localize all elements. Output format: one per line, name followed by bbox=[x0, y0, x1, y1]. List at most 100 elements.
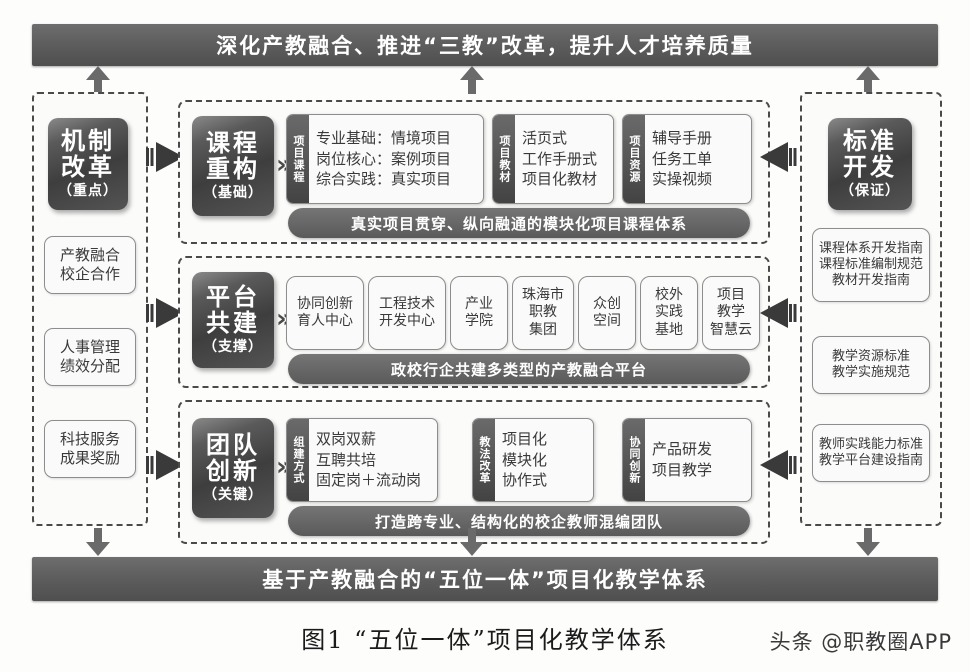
platform-card-line2: 空间 bbox=[593, 313, 621, 329]
group-body: 双岗双薪 互聘共培 固定岗＋流动岗 bbox=[309, 419, 437, 501]
pillar-platform-coconstruction[interactable]: 平台 共建 （支撑） bbox=[192, 265, 274, 368]
pillar-title-line1: 机制 bbox=[61, 127, 115, 156]
platform-card-line1: 协同创新 bbox=[297, 295, 353, 312]
platform-card-line1: 校外 bbox=[655, 287, 683, 304]
platform-card-line3: 智慧云 bbox=[710, 321, 752, 338]
group-line: 协作式 bbox=[502, 471, 548, 490]
right-item-line2: 教学平台建设指南 bbox=[818, 453, 923, 468]
watermark: 头条 @职教圈APP bbox=[769, 630, 952, 654]
group-line: 活页式 bbox=[522, 128, 568, 147]
group-line: 专业基础：情境项目 bbox=[316, 128, 452, 147]
platform-card-line3: 集团 bbox=[529, 321, 557, 338]
group-teaching-method-reform[interactable]: 教法改革 项目化 模块化 协作式 bbox=[472, 418, 594, 502]
pillar-title-line2: 开发 bbox=[843, 152, 897, 181]
row-summary-ribbon: 政校行企共建多类型的产教融合平台 bbox=[288, 354, 750, 384]
up-arrow-icon bbox=[86, 66, 110, 94]
top-banner: 深化产教融合、推进“三教”改革，提升人才培养质量 bbox=[32, 24, 938, 66]
group-body: 辅导手册 任务工单 实操视频 bbox=[645, 115, 751, 203]
platform-card-line3: 基地 bbox=[655, 321, 683, 338]
pillar-curriculum-restructure[interactable]: 课程 重构 （基础） bbox=[192, 109, 274, 216]
group-line: 产品研发 bbox=[652, 440, 713, 459]
right-item-card[interactable]: 教学资源标准 教学实施规范 bbox=[812, 336, 930, 394]
bottom-banner: 基于产教融合的“五位一体”项目化教学体系 bbox=[32, 557, 938, 601]
pillar-subtitle: （保证） bbox=[840, 182, 900, 199]
up-arrow-icon bbox=[460, 66, 484, 94]
group-project-textbook[interactable]: 项目教材 活页式 工作手册式 项目化教材 bbox=[492, 114, 614, 204]
platform-card-line2: 开发中心 bbox=[379, 313, 435, 329]
group-body: 活页式 工作手册式 项目化教材 bbox=[515, 115, 613, 203]
group-tab-label: 项目课程 bbox=[287, 115, 309, 203]
group-line: 项目化教材 bbox=[522, 170, 598, 189]
row-summary-ribbon: 打造跨专业、结构化的校企教师混编团队 bbox=[288, 506, 750, 536]
pillar-subtitle: （支撑） bbox=[203, 338, 263, 355]
pillar-subtitle: （关键） bbox=[203, 486, 263, 503]
group-line: 模块化 bbox=[502, 450, 548, 469]
platform-card-line2: 学院 bbox=[465, 313, 493, 329]
platform-card-line1: 工程技术 bbox=[379, 295, 435, 312]
pillar-team-innovation[interactable]: 团队 创新 （关键） bbox=[192, 411, 274, 518]
pillar-title-line1: 团队 bbox=[206, 431, 260, 460]
right-item-line1: 教学资源标准 bbox=[831, 348, 910, 364]
platform-card[interactable]: 协同创新 育人中心 bbox=[286, 276, 364, 350]
group-line: 岗位核心：案例项目 bbox=[316, 149, 452, 168]
group-line: 辅导手册 bbox=[652, 128, 713, 147]
group-team-formation[interactable]: 组建方式 双岗双薪 互聘共培 固定岗＋流动岗 bbox=[286, 418, 438, 502]
pillar-mechanism-reform[interactable]: 机制 改革 （重点） bbox=[48, 111, 128, 210]
group-line: 任务工单 bbox=[652, 149, 713, 168]
left-item-card[interactable]: 产教融合 校企合作 bbox=[44, 236, 136, 294]
right-item-card[interactable]: 教师实践能力标准 教学平台建设指南 bbox=[812, 424, 930, 482]
platform-card-line2: 职教 bbox=[529, 304, 557, 321]
group-body: 专业基础：情境项目 岗位核心：案例项目 综合实践：真实项目 bbox=[309, 115, 483, 203]
group-line: 工作手册式 bbox=[522, 149, 598, 168]
pillar-title-line2: 创新 bbox=[206, 456, 260, 485]
right-item-card[interactable]: 课程体系开发指南 课程标准编制规范 教材开发指南 bbox=[812, 228, 930, 302]
group-tab-label: 组建方式 bbox=[287, 419, 309, 501]
down-arrow-icon bbox=[86, 528, 110, 556]
group-line: 实操视频 bbox=[652, 170, 713, 189]
group-line: 双岗双薪 bbox=[316, 429, 377, 448]
platform-card[interactable]: 产业 学院 bbox=[450, 276, 508, 350]
down-arrow-icon bbox=[460, 528, 484, 556]
platform-card-line2: 教学 bbox=[717, 304, 745, 321]
figure-caption: 图1 “五位一体”项目化教学体系 bbox=[301, 626, 669, 654]
group-body: 产品研发 项目教学 bbox=[645, 419, 751, 501]
left-item-line1: 人事管理 bbox=[59, 338, 120, 357]
up-arrow-icon bbox=[856, 66, 880, 94]
group-tab-label: 项目教材 bbox=[493, 115, 515, 203]
right-item-line3: 教材开发指南 bbox=[831, 273, 910, 289]
left-item-line1: 科技服务 bbox=[59, 430, 120, 449]
pillar-title-line1: 课程 bbox=[206, 129, 260, 158]
platform-card[interactable]: 珠海市 职教 集团 bbox=[512, 276, 574, 350]
arrow-left-icon bbox=[756, 450, 798, 480]
right-item-line2: 教学实施规范 bbox=[831, 365, 910, 380]
platform-card[interactable]: 校外 实践 基地 bbox=[640, 276, 698, 350]
arrow-left-icon bbox=[756, 298, 798, 328]
pillar-title-line2: 改革 bbox=[61, 152, 115, 181]
pillar-standard-development[interactable]: 标准 开发 （保证） bbox=[828, 111, 912, 210]
group-line: 项目教学 bbox=[652, 461, 713, 479]
left-item-card[interactable]: 人事管理 绩效分配 bbox=[44, 328, 136, 386]
group-line: 互聘共培 bbox=[316, 450, 377, 469]
left-item-line2: 绩效分配 bbox=[59, 357, 120, 375]
right-item-line1: 课程体系开发指南 bbox=[818, 240, 923, 256]
pillar-title-line2: 共建 bbox=[206, 308, 260, 337]
group-collaborative-innovation[interactable]: 协同创新 产品研发 项目教学 bbox=[622, 418, 752, 502]
platform-card[interactable]: 工程技术 开发中心 bbox=[368, 276, 446, 350]
pillar-subtitle: （重点） bbox=[58, 182, 118, 199]
platform-card[interactable]: 众创 空间 bbox=[578, 276, 636, 350]
left-item-line1: 产教融合 bbox=[59, 246, 120, 265]
group-project-course[interactable]: 项目课程 专业基础：情境项目 岗位核心：案例项目 综合实践：真实项目 bbox=[286, 114, 484, 204]
pillar-subtitle: （基础） bbox=[203, 184, 263, 201]
platform-card-line1: 众创 bbox=[593, 295, 621, 312]
platform-card-line2: 实践 bbox=[655, 304, 683, 321]
group-line: 项目化 bbox=[502, 429, 548, 448]
platform-card[interactable]: 项目 教学 智慧云 bbox=[702, 276, 760, 350]
left-item-card[interactable]: 科技服务 成果奖励 bbox=[44, 420, 136, 478]
group-project-resource[interactable]: 项目资源 辅导手册 任务工单 实操视频 bbox=[622, 114, 752, 204]
platform-card-line1: 产业 bbox=[465, 295, 493, 312]
right-item-line2: 课程标准编制规范 bbox=[818, 256, 923, 272]
group-body: 项目化 模块化 协作式 bbox=[495, 419, 593, 501]
group-tab-label: 协同创新 bbox=[623, 419, 645, 501]
row-summary-ribbon: 真实项目贯穿、纵向融通的模块化项目课程体系 bbox=[288, 208, 750, 238]
